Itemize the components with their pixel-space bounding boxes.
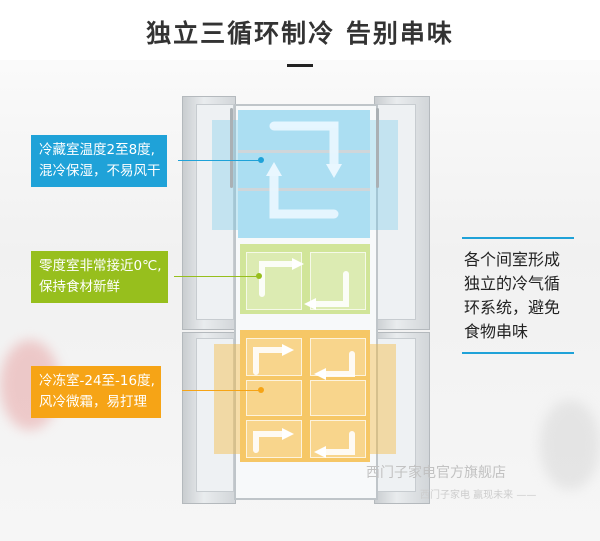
callout-refrigerator: 冷藏室温度2至8度, 混冷保湿，不易风干 bbox=[31, 135, 167, 187]
right-description-line: 各个间室形成 bbox=[464, 250, 561, 269]
callout-refrigerator-dot bbox=[258, 157, 264, 163]
callout-zero-leader bbox=[174, 276, 258, 277]
right-text-bottom-rule bbox=[462, 352, 574, 354]
circulation-arrows-icon bbox=[253, 121, 355, 458]
freezer-drawer bbox=[310, 380, 366, 416]
callout-freezer-dot bbox=[258, 387, 264, 393]
right-description-line: 食物串味 bbox=[464, 322, 529, 341]
callout-freezer-line2: 风冷微霜，易打理 bbox=[39, 394, 147, 410]
right-description-line: 独立的冷气循 bbox=[464, 274, 561, 293]
left-top-door-inner bbox=[196, 104, 234, 320]
watermark-subtitle: 西门子家电 赢现未来 —— bbox=[420, 490, 537, 501]
freezer-door-zone-right bbox=[370, 344, 396, 454]
callout-zero-dot bbox=[256, 273, 262, 279]
freezer-drawer bbox=[246, 380, 302, 416]
right-top-door-inner bbox=[376, 104, 416, 320]
watermark: 西门子家电官方旗舰店 bbox=[366, 465, 506, 481]
callout-zero-line1: 零度室非常接近0℃, bbox=[39, 258, 162, 274]
callout-refrigerator-line1: 冷藏室温度2至8度, bbox=[39, 142, 155, 158]
refrigerator-door-zone-left bbox=[212, 120, 238, 230]
callout-refrigerator-leader bbox=[178, 160, 260, 161]
fridge-shelf bbox=[238, 188, 370, 191]
background-blur-grey bbox=[540, 400, 600, 490]
callout-freezer: 冷冻室-24至-16度, 风冷微霜，易打理 bbox=[31, 366, 161, 418]
freezer-door-zone-left bbox=[214, 344, 240, 454]
callout-freezer-line1: 冷冻室-24至-16度, bbox=[39, 373, 155, 389]
title-underline bbox=[287, 64, 313, 67]
callout-zero-line2: 保持食材新鲜 bbox=[39, 279, 120, 295]
left-bottom-door-inner bbox=[196, 338, 234, 492]
fridge-shelf bbox=[238, 150, 370, 153]
door-handle bbox=[376, 108, 379, 188]
page-title: 独立三循环制冷 告别串味 bbox=[146, 19, 454, 48]
right-description: 各个间室形成 独立的冷气循 环系统，避免 食物串味 bbox=[464, 248, 560, 344]
callout-freezer-leader bbox=[182, 390, 260, 391]
zero-degree-drawer bbox=[310, 252, 366, 310]
right-description-line: 环系统，避免 bbox=[464, 298, 561, 317]
callout-zero-degree: 零度室非常接近0℃, 保持食材新鲜 bbox=[31, 251, 168, 303]
door-handle bbox=[230, 108, 233, 188]
refrigerator-door-zone-right bbox=[370, 120, 398, 230]
callout-refrigerator-line2: 混冷保湿，不易风干 bbox=[39, 163, 161, 179]
right-text-top-rule bbox=[462, 237, 574, 239]
